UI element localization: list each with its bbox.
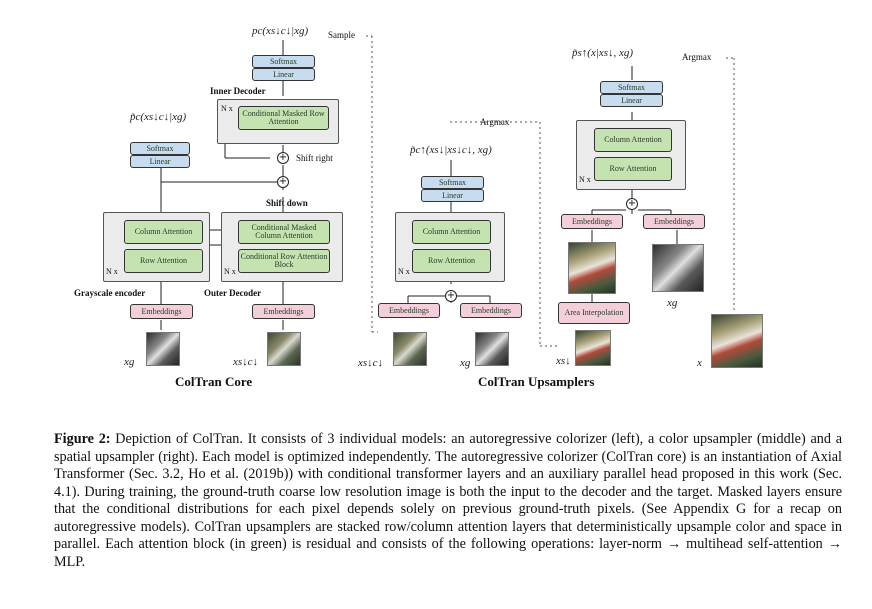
shift-down-plus-icon: + <box>277 176 289 188</box>
outer-decoder-nx: N x <box>224 267 236 276</box>
color-input-coarse: xs↓c↓ <box>358 357 384 369</box>
encoder-column-attention: Column Attention <box>124 220 203 244</box>
color-column-attention: Column Attention <box>412 220 491 244</box>
coarse-input-image <box>267 332 301 366</box>
color-plus-icon: + <box>445 290 457 302</box>
core-softmax-left: Softmax <box>130 142 190 155</box>
spatial-upsampler-output: p̃s↑(x|xs↓, xg) <box>572 47 634 59</box>
encoder-nx: N x <box>106 267 118 276</box>
cond-row-attention-block: Conditional Row Attention Block <box>238 249 330 273</box>
spatial-input-sd: xs↓ <box>556 355 571 367</box>
cond-masked-row-attention: Conditional Masked Row Attention <box>238 106 329 130</box>
upsamplers-title: ColTran Upsamplers <box>478 374 595 389</box>
sample-label: Sample <box>328 30 355 40</box>
caption-text: Depiction of ColTran. It consists of 3 i… <box>54 431 843 570</box>
color-coarse-image <box>393 332 427 366</box>
core-output-distribution: pc(xs↓c↓|xg) <box>252 25 309 37</box>
shift-right-label: Shift right <box>296 153 333 163</box>
spatial-plus-icon: + <box>626 198 638 210</box>
cond-masked-column-attention: Conditional Masked Column Attention <box>238 220 330 244</box>
decoder-embeddings: Embeddings <box>252 304 315 319</box>
spatial-softmax: Softmax <box>600 81 663 94</box>
color-linear: Linear <box>421 189 484 202</box>
spatial-nx: N x <box>579 175 591 184</box>
color-grayscale-image <box>475 332 509 366</box>
spatial-embeddings-right: Embeddings <box>643 214 705 229</box>
color-nx: N x <box>398 267 410 276</box>
encoder-row-attention: Row Attention <box>124 249 203 273</box>
core-softmax-top: Softmax <box>252 55 315 68</box>
core-input-coarse: xs↓c↓ <box>233 356 259 368</box>
grayscale-encoder-label: Grayscale encoder <box>74 288 146 298</box>
spatial-input-x: x <box>697 357 702 369</box>
area-interpolation: Area Interpolation <box>558 302 630 324</box>
color-input-g: xg <box>460 357 471 369</box>
spatial-argmax-label: Argmax <box>682 52 712 62</box>
spatial-grayscale-image <box>652 244 704 292</box>
spatial-column-attention: Column Attention <box>594 128 672 152</box>
grayscale-input-image <box>146 332 180 366</box>
shift-right-plus-icon: + <box>277 152 289 164</box>
spatial-embeddings-left: Embeddings <box>561 214 623 229</box>
color-upsampler-output: p̃c↑(xs↓|xs↓c↓, xg) <box>410 144 492 156</box>
color-argmax-label: Argmax <box>480 117 510 127</box>
spatial-full-image <box>711 314 763 368</box>
core-input-g: xg <box>124 356 135 368</box>
spatial-input-g: xg <box>667 297 678 309</box>
color-softmax: Softmax <box>421 176 484 189</box>
spatial-downsampled-image <box>575 330 611 366</box>
outer-decoder-label: Outer Decoder <box>204 288 262 298</box>
core-title: ColTran Core <box>175 374 253 389</box>
figure-caption: Figure 2: Depiction of ColTran. It consi… <box>54 431 842 571</box>
spatial-linear: Linear <box>600 94 663 107</box>
caption-label: Figure 2: <box>54 431 111 447</box>
diagram-connectors <box>160 35 735 347</box>
core-linear-top: Linear <box>252 68 315 81</box>
color-row-attention: Row Attention <box>412 249 491 273</box>
color-embeddings-left: Embeddings <box>378 303 440 318</box>
inner-decoder-label: Inner Decoder <box>210 86 266 96</box>
spatial-row-attention: Row Attention <box>594 157 672 181</box>
inner-decoder-nx: N x <box>221 104 233 113</box>
shift-down-label: Shift down <box>266 198 308 208</box>
core-linear-left: Linear <box>130 155 190 168</box>
encoder-embeddings: Embeddings <box>130 304 193 319</box>
spatial-coarse-image <box>568 242 616 294</box>
color-embeddings-right: Embeddings <box>460 303 522 318</box>
core-parallel-output: p̃c(xs↓c↓|xg) <box>130 111 187 123</box>
